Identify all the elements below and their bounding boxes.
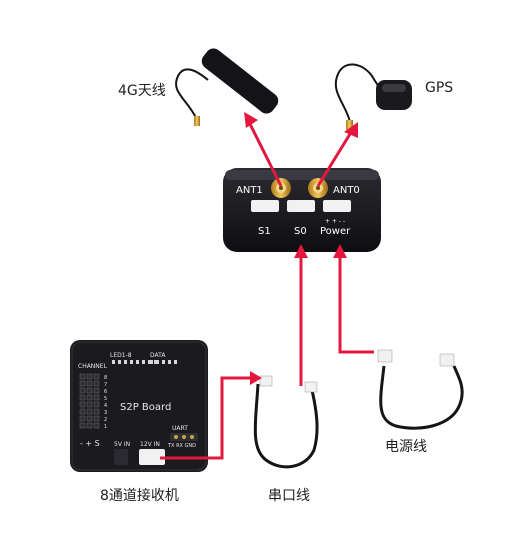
- led-dot: [148, 360, 151, 364]
- ant1-connector: [271, 178, 291, 198]
- channel-number: 8: [104, 375, 107, 381]
- port-power-label: Power: [320, 226, 351, 237]
- pin: [79, 408, 86, 415]
- uart-label: UART: [172, 425, 188, 432]
- pin: [86, 380, 93, 387]
- data-led-dot: [156, 360, 159, 364]
- data-led-dot: [162, 360, 165, 364]
- 4g-antenna: [175, 48, 279, 126]
- channel-number: 5: [104, 396, 107, 402]
- channel-number: 3: [104, 410, 107, 416]
- serial-cable: [253, 375, 319, 469]
- pin: [86, 422, 93, 429]
- led-row: [112, 360, 177, 364]
- polarity-label: + + - -: [325, 218, 345, 225]
- data-led-dot: [168, 360, 171, 364]
- pin: [93, 373, 100, 380]
- pin: [86, 387, 93, 394]
- channel-label: CHANNEL: [78, 363, 108, 370]
- ant0-connector: [308, 178, 328, 198]
- main-device: ANT1 ANT0 + + - - S1 S0 Power: [223, 168, 381, 252]
- ant1-label: ANT1: [236, 185, 263, 196]
- led-dot: [154, 360, 157, 364]
- pin: [86, 415, 93, 422]
- pin: [86, 373, 93, 380]
- port-s1-label: S1: [258, 226, 271, 237]
- channel-number: 1: [104, 424, 107, 430]
- board-title: S2P Board: [120, 402, 171, 413]
- ant0-label: ANT0: [333, 185, 360, 196]
- arrow-ant0-to-gps: [316, 133, 352, 187]
- v12-in-label: 12V IN: [140, 441, 160, 448]
- pin: [86, 408, 93, 415]
- pin: [93, 415, 100, 422]
- uart-pins-label: TX RX GND: [167, 443, 196, 449]
- pin: [86, 401, 93, 408]
- pin: [93, 401, 100, 408]
- arrows: [160, 112, 374, 460]
- pin: [86, 394, 93, 401]
- led-dot: [130, 360, 133, 364]
- led-dot: [118, 360, 121, 364]
- pin: [79, 373, 86, 380]
- port-s0-label: S0: [294, 226, 307, 237]
- 12v-in-socket: [139, 449, 165, 465]
- label-power-cable: 电源线: [385, 439, 427, 455]
- pin: [93, 387, 100, 394]
- pin: [79, 422, 86, 429]
- arrow-power-cable-to-power: [338, 254, 374, 354]
- port-s1-socket: [251, 200, 279, 212]
- led-dot: [124, 360, 127, 364]
- label-receiver: 8通道接收机: [100, 488, 179, 504]
- sv-in-label: 5V IN: [114, 441, 130, 448]
- led-dot: [142, 360, 145, 364]
- arrow-ant1-to-4g: [248, 123, 283, 187]
- data-led-dot: [174, 360, 177, 364]
- pin: [93, 380, 100, 387]
- pin: [79, 401, 86, 408]
- data-led-dot: [150, 360, 153, 364]
- channel-number: 6: [104, 389, 107, 395]
- channel-number: 4: [104, 403, 107, 409]
- label-gps-antenna: GPS: [425, 80, 454, 96]
- led-dot: [112, 360, 115, 364]
- channel-number: 2: [104, 417, 107, 423]
- led-label: LED1-8: [110, 352, 132, 359]
- pin: [79, 387, 86, 394]
- label-4g-antenna: 4G天线: [118, 83, 166, 99]
- gps-antenna: [334, 63, 412, 130]
- port-power-socket: [323, 200, 351, 212]
- pin: [93, 422, 100, 429]
- label-serial-cable: 串口线: [268, 488, 310, 504]
- data-label: DATA: [150, 352, 166, 359]
- port-s0-socket: [287, 200, 315, 212]
- power-cable: [377, 349, 464, 430]
- side-labels: - + S: [80, 439, 100, 448]
- arrow-serial-to-board: [160, 376, 254, 460]
- channel-number: 7: [104, 382, 107, 388]
- pin: [79, 394, 86, 401]
- led-dot: [136, 360, 139, 364]
- pin: [79, 415, 86, 422]
- pin: [79, 380, 86, 387]
- pin: [93, 408, 100, 415]
- pin: [93, 394, 100, 401]
